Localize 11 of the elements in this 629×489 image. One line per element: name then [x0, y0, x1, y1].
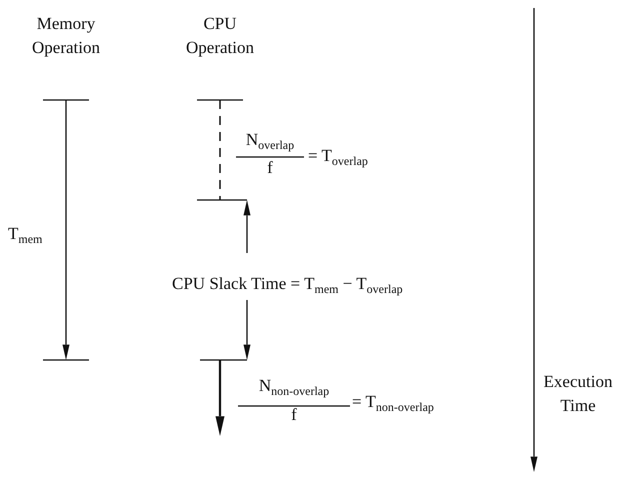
label-text: = T$_{non-overlap}$	[352, 391, 434, 414]
label-text: f	[291, 404, 297, 426]
label-text: T$_{mem}$	[8, 223, 42, 246]
label-text: Memory Operation	[31, 13, 101, 59]
label-text: N$_{overlap}$	[246, 129, 294, 152]
label-text: CPU Slack Time = T$_{mem}$ − T$_{overlap}$	[172, 273, 403, 296]
label-text: f	[267, 157, 273, 179]
label-text: CPU Operation	[185, 13, 255, 59]
label-text: N$_{non-overlap}$	[258, 375, 330, 398]
label-text: Execution Time	[542, 371, 614, 417]
label-text: = T$_{overlap}$	[308, 145, 368, 168]
